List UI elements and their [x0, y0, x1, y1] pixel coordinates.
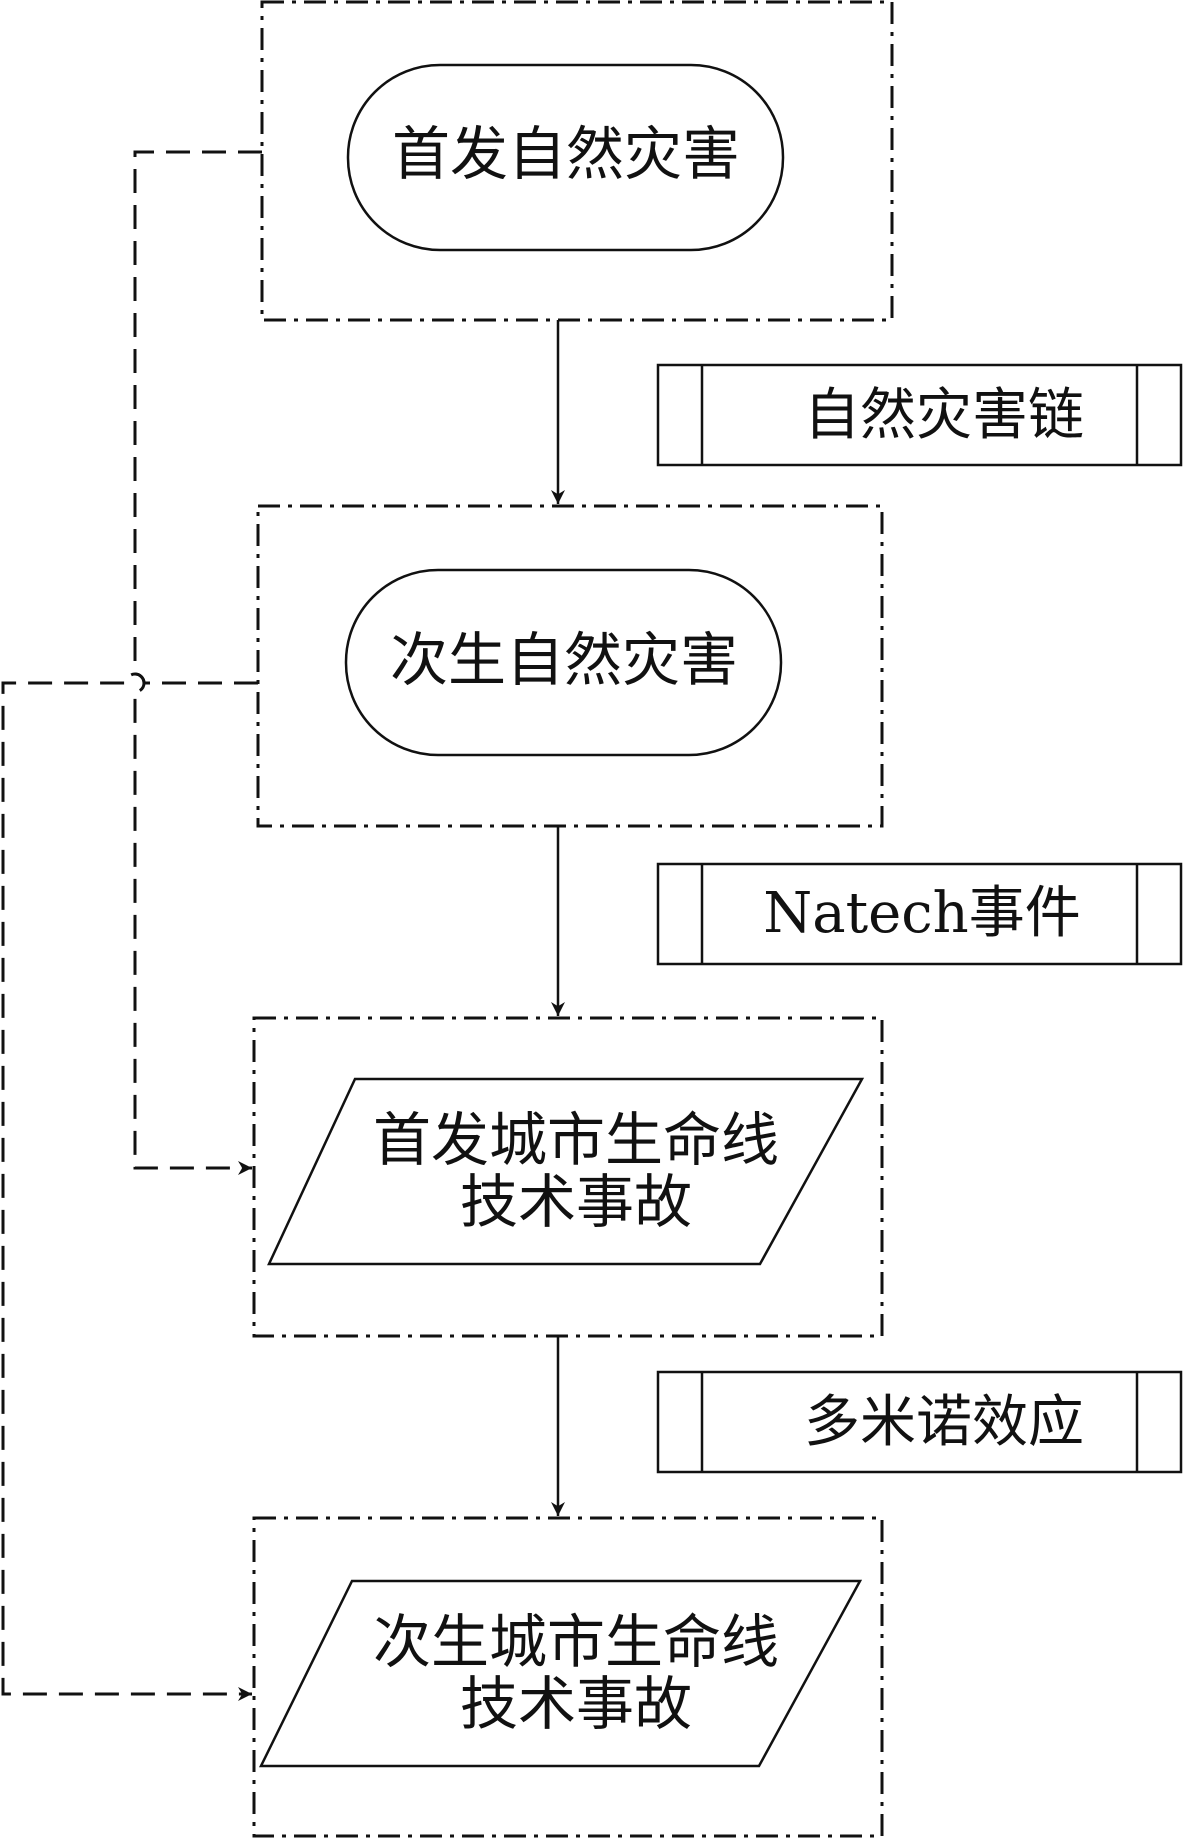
node-secondary-lifeline-label-line2: 技术事故	[460, 1670, 692, 1738]
node-primary-natural	[346, 63, 785, 252]
frame-secondary-lifeline	[252, 1516, 884, 1838]
edge-label-natech: Natech事件	[763, 881, 1080, 946]
dashed-primary-natural-to-primary-lifeline	[133, 150, 262, 1175]
frame-primary-natural	[260, 0, 894, 322]
label-box-domino	[656, 1370, 1183, 1474]
dashed-secondary-natural-to-secondary-lifeline	[1, 672, 258, 1701]
node-primary-lifeline-label-line2: 技术事故	[460, 1168, 692, 1236]
frame-primary-lifeline	[252, 1016, 884, 1338]
node-secondary-natural-label: 次生自然灾害	[390, 626, 738, 694]
label-box-natural-chain	[656, 363, 1183, 467]
label-box-natech	[656, 862, 1183, 966]
node-secondary-lifeline	[258, 1579, 863, 1768]
frame-secondary-natural	[256, 504, 884, 828]
node-secondary-natural	[344, 568, 783, 757]
edge-label-natural-chain: 自然灾害链	[804, 383, 1084, 448]
node-secondary-lifeline-label-line1: 次生城市生命线	[373, 1608, 779, 1676]
edge-label-domino: 多米诺效应	[804, 1390, 1084, 1455]
node-primary-lifeline	[267, 1077, 865, 1266]
node-primary-natural-label: 首发自然灾害	[392, 120, 740, 188]
node-primary-lifeline-label-line1: 首发城市生命线	[373, 1106, 779, 1174]
